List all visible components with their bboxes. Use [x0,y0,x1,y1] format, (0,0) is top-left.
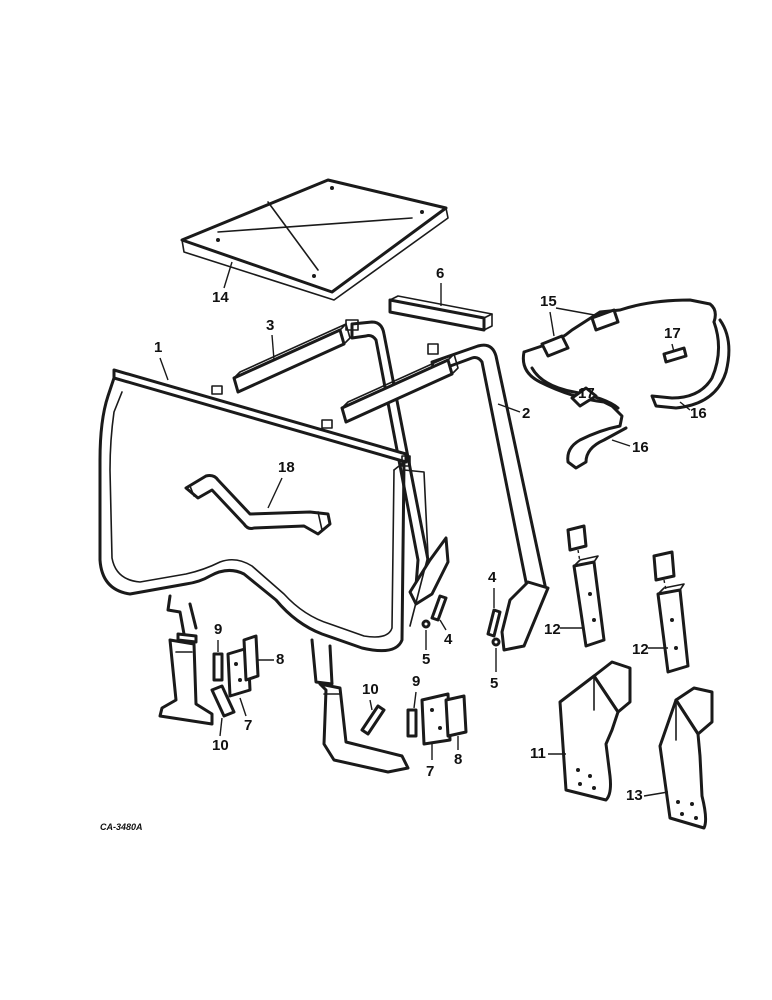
cross-brace-6 [388,295,493,332]
callout-1: 1 [154,339,162,356]
callout-5a: 5 [422,651,430,668]
callout-3: 3 [266,317,274,334]
post-12-right [652,550,690,674]
callout-10a: 10 [212,737,229,754]
middle-leg-mount [318,682,410,774]
callout-10b: 10 [362,681,379,698]
cross-brace-3 [232,323,351,394]
figure-reference: CA-3480A [100,822,143,832]
callout-4b: 4 [488,569,497,586]
callout-16a: 16 [690,405,707,422]
callout-7b: 7 [426,763,434,780]
callout-13: 13 [626,787,643,804]
callout-16b: 16 [632,439,649,456]
callout-11: 11 [530,745,546,762]
grab-handle-18 [184,474,332,536]
bracket-group-left [210,634,260,718]
callout-15: 15 [540,293,557,310]
mount-bracket-11 [558,660,632,802]
callout-17b: 17 [578,385,595,402]
callout-14: 14 [212,289,229,306]
mount-bracket-13 [658,686,714,830]
callout-8b: 8 [454,751,462,768]
callout-12a: 12 [544,621,561,638]
seat-belt-15 [521,298,731,470]
callout-9a: 9 [214,621,222,638]
callout-6: 6 [436,265,444,282]
callout-17a: 17 [664,325,681,342]
callout-2: 2 [522,405,530,422]
front-frame-1 [98,368,429,686]
pins-4-5 [421,594,502,647]
callout-4a: 4 [444,631,453,648]
post-12-left [566,524,606,648]
callout-9b: 9 [412,673,420,690]
left-leg-mount [158,632,214,726]
canopy-top-panel [180,178,449,301]
callout-5b: 5 [490,675,498,692]
callout-7a: 7 [244,717,252,734]
callout-18: 18 [278,459,295,476]
callout-8a: 8 [276,651,284,668]
cross-brace-front [340,353,459,424]
callout-12b: 12 [632,641,649,658]
bracket-group-right [360,692,468,746]
